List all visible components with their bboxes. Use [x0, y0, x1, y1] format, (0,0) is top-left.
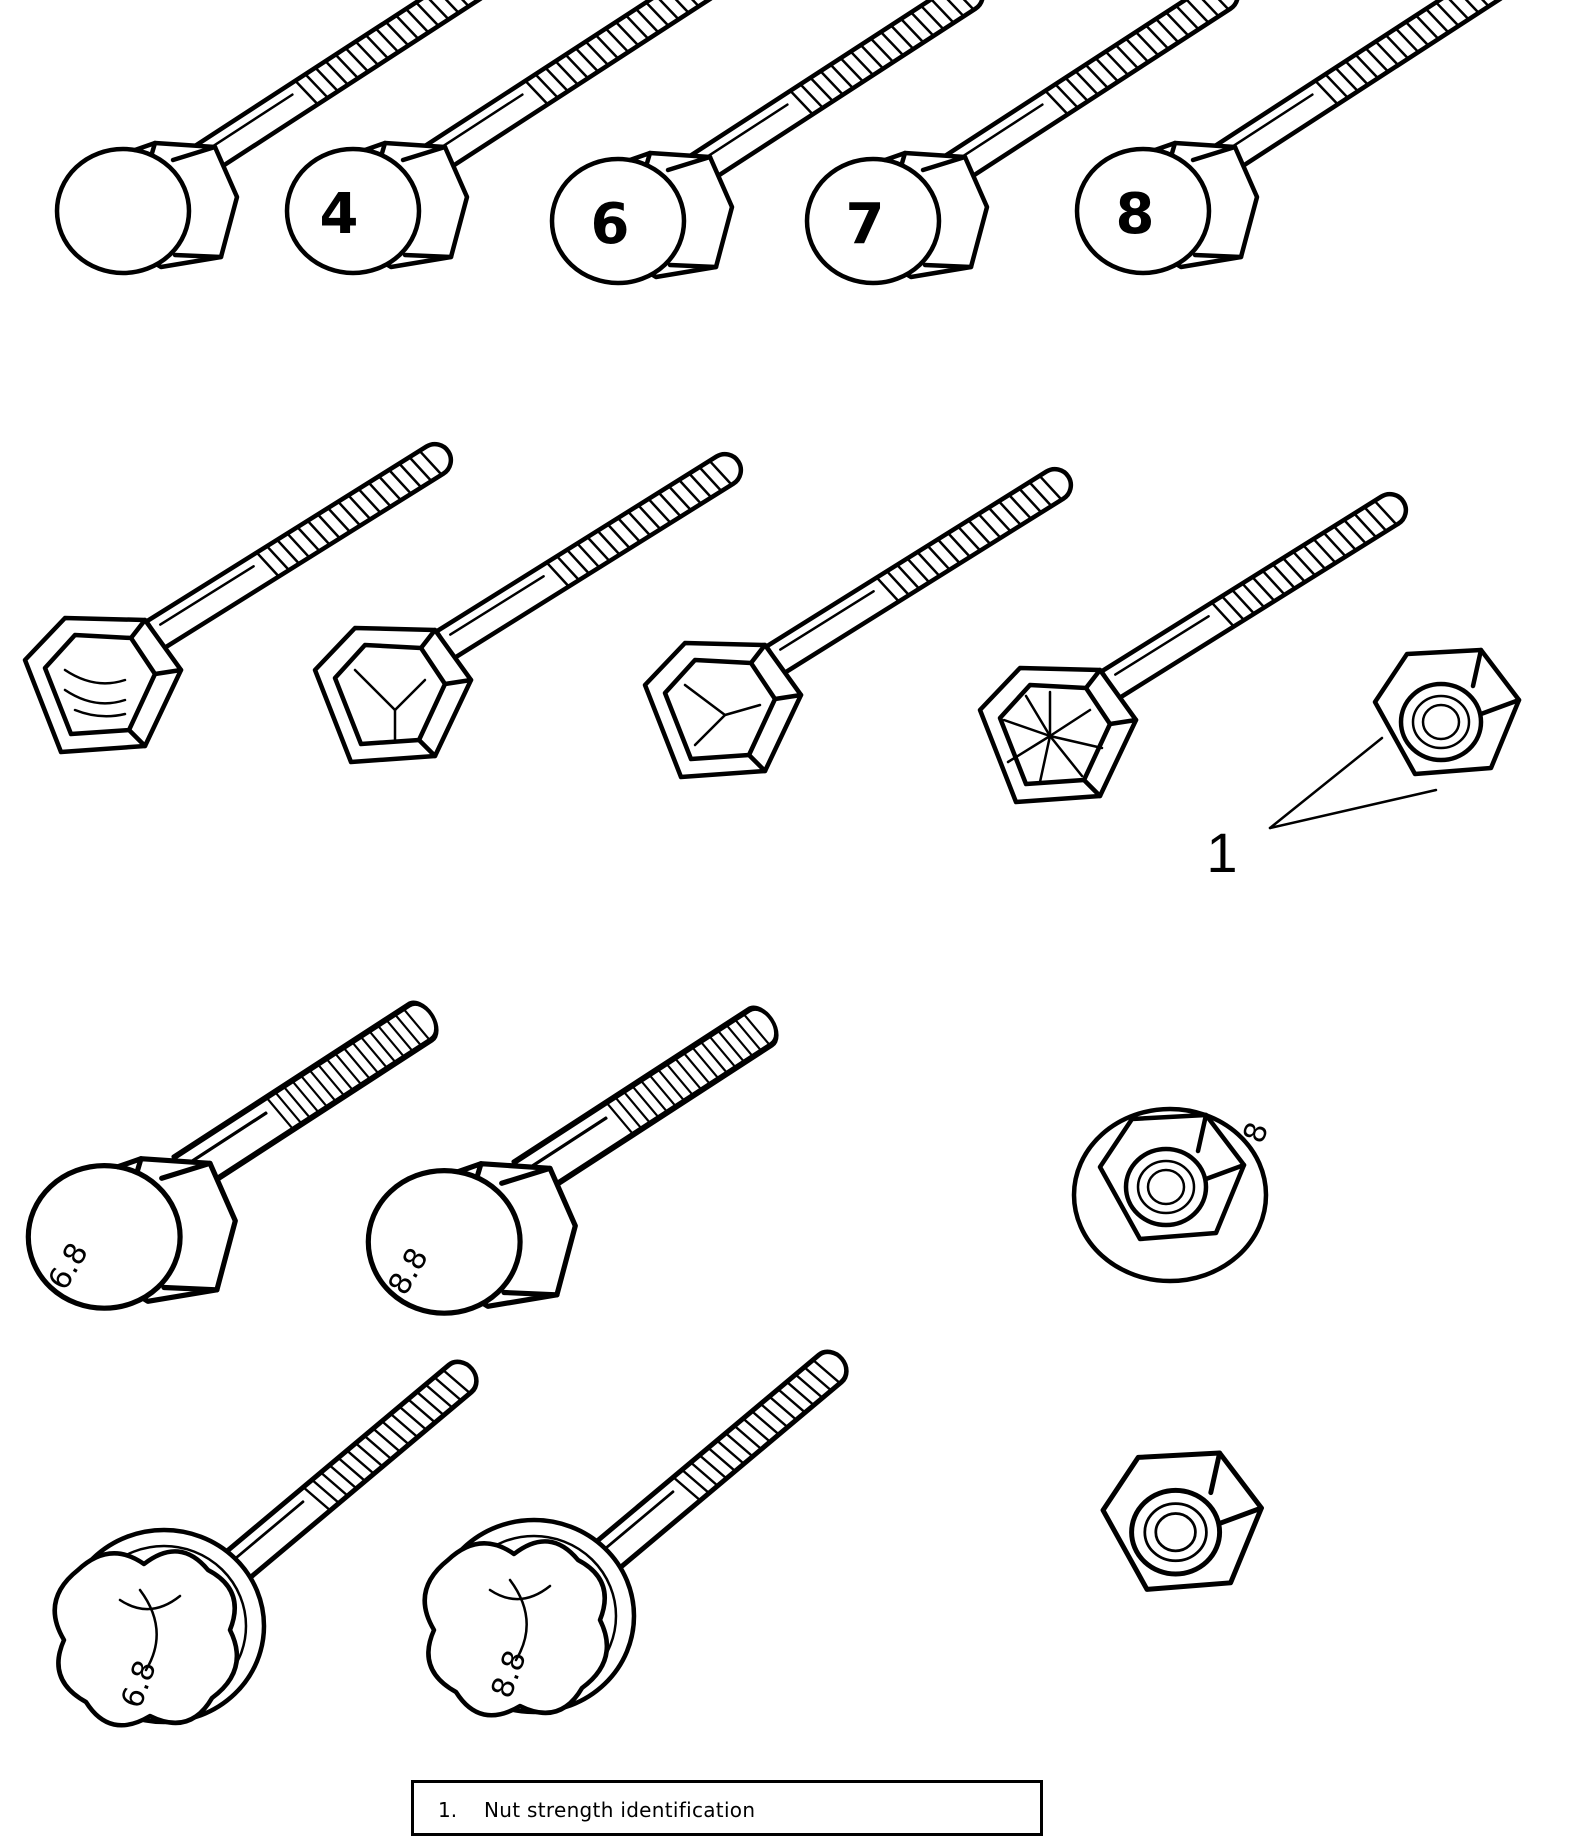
head-marking: 4 [320, 182, 359, 247]
torx-bolt-class-8-8: 8.8 [422, 1345, 853, 1718]
callout-1: 1 [1206, 736, 1438, 884]
head-marking: 8 [1116, 182, 1155, 247]
bolt-row-4: 6.8 8.8 [52, 1345, 1262, 1728]
legend-text: Nut strength identification [484, 1798, 756, 1822]
plain-nut [1103, 1453, 1261, 1589]
bolt-class-8: 8 [1077, 0, 1514, 273]
torx-bolt-class-6-8: 6.8 [52, 1355, 483, 1728]
bolt-class-8-8: 8.8 [368, 1002, 783, 1313]
bolt-class-7: 7 [807, 0, 1244, 283]
bolt-class-6-8: 6.8 [28, 997, 443, 1308]
bolt-row-2: 1 [25, 438, 1519, 884]
identified-nut [1375, 650, 1519, 774]
callout-number: 1 [1206, 821, 1237, 884]
bolt-relief-mark-2 [315, 448, 747, 762]
bolt-relief-mark-1 [25, 438, 457, 752]
legend-box: 1. Nut strength identification [411, 1780, 1043, 1836]
flange-nut: 8 [1071, 1106, 1276, 1284]
bolt-row-3: 6.8 8.8 8 [28, 997, 1276, 1313]
bolt-row-1: 4 6 7 8 [57, 0, 1514, 283]
legend-number: 1. [438, 1798, 458, 1822]
bolt-class-4: 4 [287, 0, 724, 273]
head-marking: 7 [846, 192, 885, 257]
bolt-relief-mark-4 [980, 488, 1412, 802]
head-marking: 6 [591, 192, 630, 257]
bolt-class-6: 6 [552, 0, 989, 283]
bolt-relief-mark-3 [645, 463, 1077, 777]
